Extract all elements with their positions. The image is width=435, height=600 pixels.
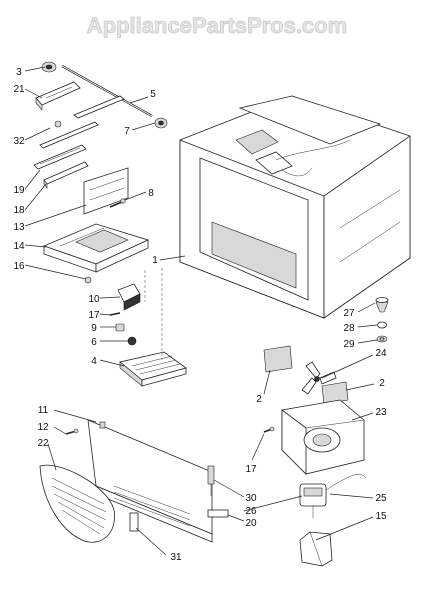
callout-9: 9 — [91, 323, 97, 334]
callout-10: 10 — [88, 294, 100, 305]
watermark-text: AppliancePartsPros.com — [87, 13, 347, 38]
part-26-motor — [299, 483, 327, 518]
callout-29: 29 — [343, 339, 355, 350]
callout-11: 11 — [38, 405, 49, 416]
callout-17-upper: 17 — [88, 310, 100, 321]
part-30-sensor — [207, 465, 215, 496]
part-6-light — [127, 336, 137, 346]
part-4-cover — [119, 351, 187, 387]
part-14-tray — [42, 223, 150, 273]
callout-5: 5 — [150, 89, 156, 100]
callout-7: 7 — [124, 126, 130, 137]
part-13-bracket — [83, 167, 129, 215]
part-8-screw — [109, 198, 126, 208]
callout-12: 12 — [37, 422, 49, 433]
callout-8: 8 — [148, 188, 154, 199]
part-25-wiring — [325, 474, 367, 491]
callout-24: 24 — [375, 348, 387, 359]
leader-lines — [24, 66, 378, 556]
callout-1: 1 — [152, 255, 158, 266]
part-17-screw-lower — [263, 426, 275, 433]
part-21-slide-bracket — [35, 81, 81, 111]
part-5-rod — [61, 65, 153, 117]
callout-4: 4 — [91, 356, 97, 367]
part-23-fan-housing — [281, 399, 365, 475]
part-16-screw — [84, 276, 92, 284]
callout-23: 23 — [375, 407, 387, 418]
part-19-rail — [33, 144, 87, 170]
part-rail-upper — [39, 95, 125, 149]
part-15-bracket — [299, 531, 333, 567]
part-3-end-cap — [41, 61, 57, 73]
part-2-pad-left — [263, 345, 293, 373]
callout-31: 31 — [170, 552, 182, 563]
callout-2-left: 2 — [256, 394, 262, 405]
callout-18: 18 — [13, 205, 25, 216]
callout-26: 26 — [245, 506, 257, 517]
callout-13: 13 — [13, 222, 25, 233]
part-2-pad-right — [321, 381, 349, 405]
callout-32: 32 — [13, 136, 25, 147]
callout-2-right: 2 — [379, 378, 385, 389]
callout-14: 14 — [13, 241, 25, 252]
part-27-knob — [375, 297, 389, 313]
part-18-rail — [43, 161, 89, 189]
callout-19: 19 — [13, 185, 25, 196]
part-7-gear — [154, 117, 168, 129]
callout-17-lower: 17 — [245, 464, 257, 475]
part-22-grille — [39, 464, 115, 543]
callout-6: 6 — [91, 337, 97, 348]
part-28-spring — [377, 321, 387, 329]
callout-3: 3 — [16, 67, 22, 78]
part-20-strip — [207, 509, 229, 518]
callout-15: 15 — [375, 511, 387, 522]
part-12-screw — [65, 428, 79, 435]
part-9-knob — [115, 323, 125, 332]
callout-16: 16 — [13, 261, 25, 272]
part-29-washer — [376, 335, 388, 343]
callout-30: 30 — [245, 493, 257, 504]
part-17-screw-upper — [109, 312, 121, 316]
part-1-freezer-liner — [179, 95, 411, 319]
callout-27: 27 — [343, 308, 355, 319]
part-10-damper — [117, 283, 141, 311]
callout-25: 25 — [375, 493, 387, 504]
callout-20: 20 — [245, 518, 257, 529]
assembly-lines — [144, 268, 163, 360]
part-32-screw — [54, 120, 62, 128]
callout-labels: 3 21 5 32 7 19 18 13 8 14 1 16 10 17 9 6… — [13, 67, 387, 563]
callout-21: 21 — [13, 84, 25, 95]
part-11-rear-panel — [87, 419, 213, 543]
callout-28: 28 — [343, 323, 355, 334]
part-31-clip — [129, 512, 139, 532]
part-24-fan-blade — [301, 361, 337, 395]
callout-22: 22 — [37, 438, 49, 449]
